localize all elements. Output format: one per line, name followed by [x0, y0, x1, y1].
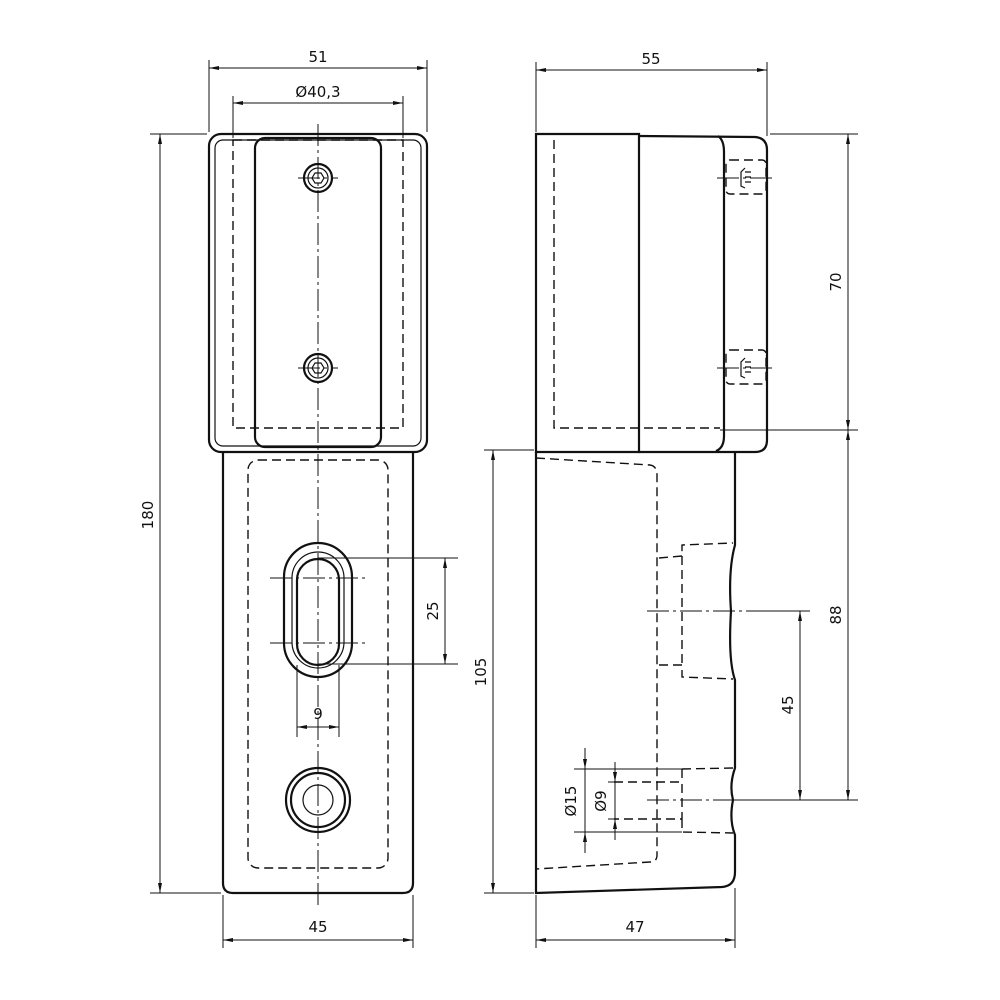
side-plate-edge — [715, 135, 726, 453]
dim-hole-diameter: Ø9 — [592, 790, 610, 811]
dim-height-bottom-part: 105 — [472, 658, 490, 687]
dim-hole-offset: 45 — [779, 695, 797, 714]
dim-width-top: 51 — [308, 48, 327, 66]
front-view: 51 Ø40,3 180 45 25 9 — [139, 48, 458, 948]
dim-height-lower: 88 — [827, 605, 845, 624]
dim-slot-width: 9 — [313, 705, 323, 723]
dim-width-bottom: 45 — [308, 918, 327, 936]
side-housing-left — [534, 132, 641, 454]
dim-height-top: 70 — [827, 272, 845, 291]
side-view: 55 70 88 45 105 47 Ø15 Ø9 — [472, 50, 858, 948]
dim-inner-diameter: Ø40,3 — [295, 83, 340, 101]
dim-slot-length: 25 — [424, 601, 442, 620]
hidden-side-pocket — [535, 457, 658, 870]
side-screw-top — [717, 159, 775, 195]
hidden-tube-side — [553, 140, 720, 429]
side-housing-right — [638, 134, 769, 454]
dim-depth-bottom: 47 — [625, 918, 644, 936]
dim-depth-top: 55 — [641, 50, 660, 68]
side-base-outline — [534, 452, 737, 895]
hidden-slot-side — [658, 542, 734, 680]
dim-counterbore-diameter: Ø15 — [562, 786, 580, 817]
side-screw-bottom — [717, 349, 775, 385]
dim-total-height: 180 — [139, 501, 157, 530]
